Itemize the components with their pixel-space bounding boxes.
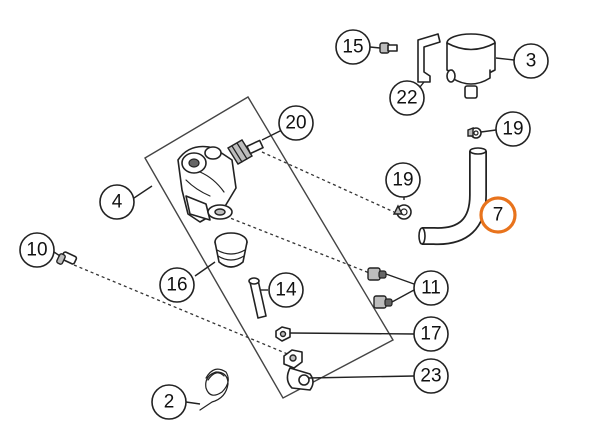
callout-label: 2 <box>164 392 175 413</box>
callout-label: 17 <box>420 324 441 345</box>
callout-22[interactable]: 22 <box>389 80 425 116</box>
part-clamp-19-lower <box>392 196 412 220</box>
callout-label: 20 <box>285 113 306 134</box>
dash-line-pin <box>73 264 291 356</box>
part-cylinder-4 <box>177 145 237 223</box>
callout-label: 3 <box>526 51 537 72</box>
callout-label: 10 <box>26 240 47 261</box>
callout-10[interactable]: 10 <box>19 232 55 268</box>
callout-19-upper[interactable]: 19 <box>495 111 531 147</box>
callout-label: 23 <box>420 366 441 387</box>
part-nut-17 <box>275 326 415 342</box>
part-pin-10 <box>53 251 78 265</box>
part-clevis-23 <box>283 349 415 391</box>
callout-label: 11 <box>421 278 441 299</box>
callout-14[interactable]: 14 <box>268 272 304 308</box>
callout-4[interactable]: 4 <box>99 184 135 220</box>
callout-label: 22 <box>396 88 417 109</box>
part-rod-14 <box>248 277 268 319</box>
callout-19-lower[interactable]: 19 <box>385 162 421 198</box>
part-bolts-11 <box>367 267 415 309</box>
callout-3[interactable]: 3 <box>513 43 549 79</box>
callout-label: 7 <box>493 205 504 226</box>
callout-17[interactable]: 17 <box>413 316 449 352</box>
part-reservoir-3 <box>446 33 515 99</box>
callout-20[interactable]: 20 <box>278 105 314 141</box>
leader-4 <box>133 185 153 199</box>
callout-16[interactable]: 16 <box>159 267 195 303</box>
callout-label: 4 <box>112 192 123 213</box>
callout-label: 14 <box>275 280 297 301</box>
part-bracket-22 <box>415 33 441 93</box>
callout-label: 16 <box>166 275 187 296</box>
callout-7[interactable]: 7 <box>479 196 517 234</box>
part-boot-16 <box>194 232 248 277</box>
callout-2[interactable]: 2 <box>151 384 187 420</box>
dash-line-fitting <box>261 151 395 213</box>
part-spring-2 <box>185 368 229 411</box>
part-fitting-20 <box>227 129 283 165</box>
callout-15[interactable]: 15 <box>335 29 371 65</box>
callout-label: 19 <box>392 170 413 191</box>
callout-11[interactable]: 11 <box>413 270 449 306</box>
part-screw-15 <box>369 42 398 54</box>
callout-23[interactable]: 23 <box>413 358 449 394</box>
assembly-frame <box>144 96 394 399</box>
part-hose-7 <box>418 147 487 246</box>
part-clamp-19-upper <box>467 126 497 139</box>
callout-label: 19 <box>502 119 523 140</box>
callout-label: 15 <box>342 37 363 58</box>
